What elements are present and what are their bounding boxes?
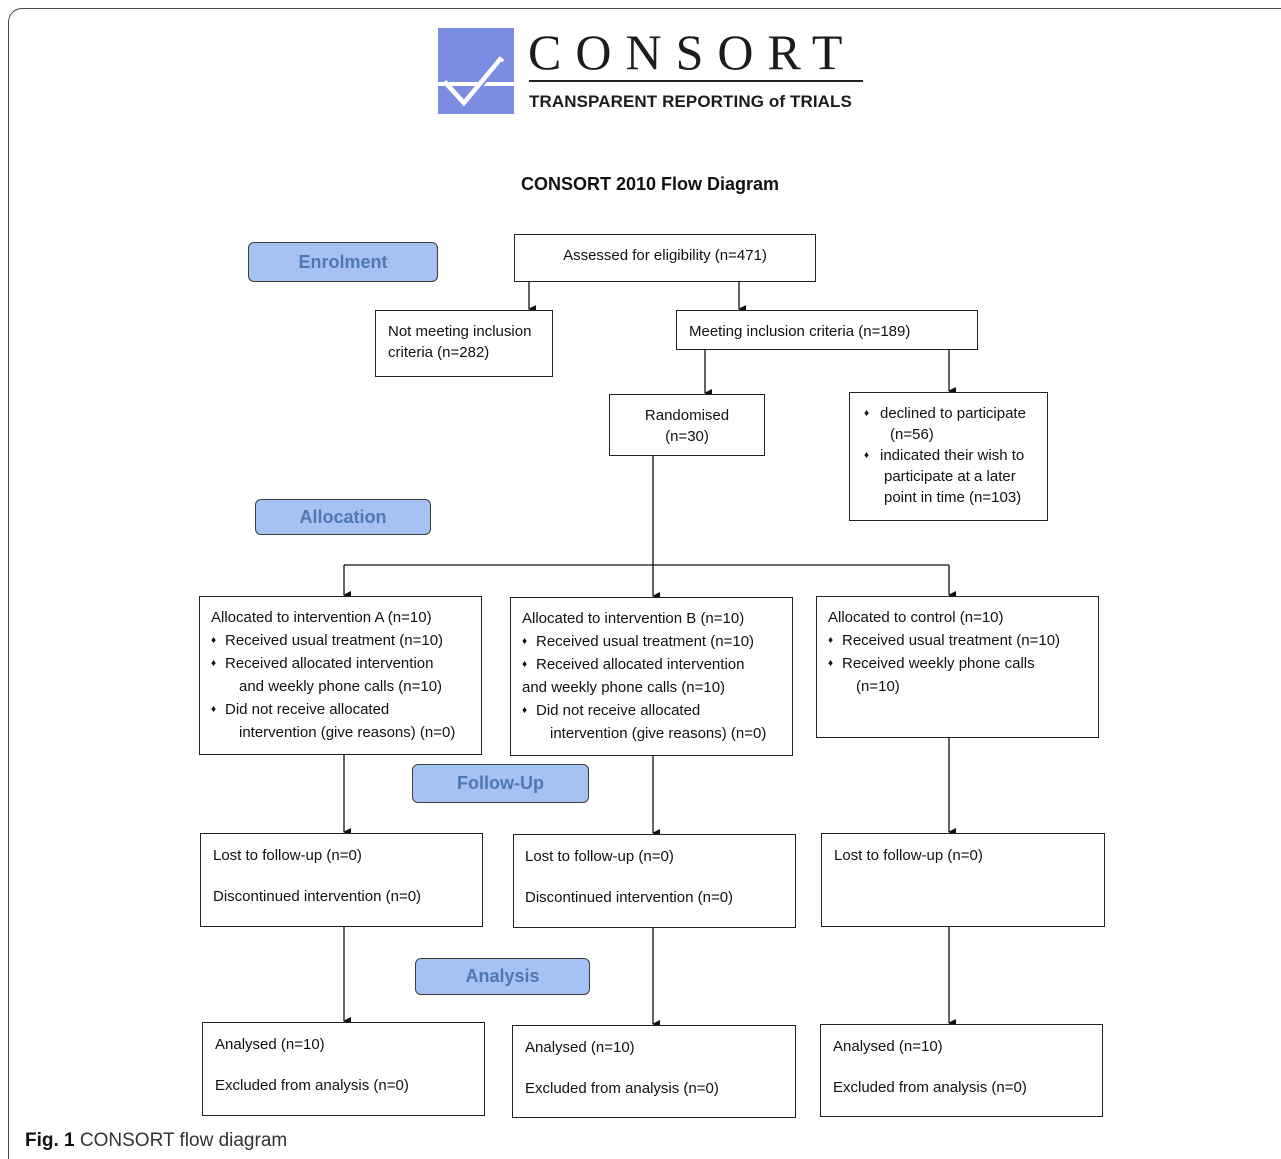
list-item: indicated their wish to	[864, 445, 1047, 466]
figure-label: Fig. 1	[25, 1130, 75, 1151]
box-excluded-reasons: declined to participate (n=56) indicated…	[849, 392, 1048, 521]
figure-caption-text: CONSORT flow diagram	[79, 1130, 288, 1151]
figure-caption: Fig. 1 CONSORT flow diagram	[25, 1130, 287, 1152]
list-item: Received allocated intervention	[211, 652, 481, 675]
box-followup-control: Lost to follow-up (n=0)	[821, 833, 1105, 927]
stage-allocation: Allocation	[255, 499, 431, 535]
box-meeting-criteria: Meeting inclusion criteria (n=189)	[676, 310, 978, 350]
box-followup-b: Lost to follow-up (n=0) Discontinued int…	[513, 834, 796, 928]
diagram-title: CONSORT 2010 Flow Diagram	[520, 174, 780, 194]
box-allocated-b: Allocated to intervention B (n=10) Recei…	[510, 597, 793, 756]
list-item: declined to participate	[864, 403, 1047, 424]
box-allocated-a: Allocated to intervention A (n=10) Recei…	[199, 596, 482, 755]
box-followup-a: Lost to follow-up (n=0) Discontinued int…	[200, 833, 483, 927]
consort-logo-icon	[438, 28, 514, 114]
stage-enrolment: Enrolment	[248, 242, 438, 282]
stage-followup: Follow-Up	[412, 764, 589, 803]
list-item: Received usual treatment (n=10)	[522, 630, 792, 653]
list-item: Received usual treatment (n=10)	[828, 629, 1098, 652]
box-allocated-control: Allocated to control (n=10) Received usu…	[816, 596, 1099, 738]
list-item: Did not receive allocated	[522, 699, 792, 722]
figure-frame	[8, 8, 1281, 1159]
box-analysis-b: Analysed (n=10) Excluded from analysis (…	[512, 1025, 796, 1118]
box-analysis-control: Analysed (n=10) Excluded from analysis (…	[820, 1024, 1103, 1117]
stage-analysis: Analysis	[415, 958, 590, 995]
logo-divider	[529, 80, 863, 82]
list-item: Received usual treatment (n=10)	[211, 629, 481, 652]
box-analysis-a: Analysed (n=10) Excluded from analysis (…	[202, 1022, 485, 1116]
list-item: Received weekly phone calls	[828, 652, 1098, 675]
logo-wordmark: CONSORT	[528, 24, 857, 80]
box-not-meeting-criteria: Not meeting inclusion criteria (n=282)	[375, 310, 553, 377]
box-assessed-eligibility: Assessed for eligibility (n=471)	[514, 234, 816, 282]
list-item: Did not receive allocated	[211, 698, 481, 721]
list-item: Received allocated intervention	[522, 653, 792, 676]
box-randomised: Randomised (n=30)	[609, 394, 765, 456]
logo-tagline: TRANSPARENT REPORTING of TRIALS	[529, 92, 852, 111]
